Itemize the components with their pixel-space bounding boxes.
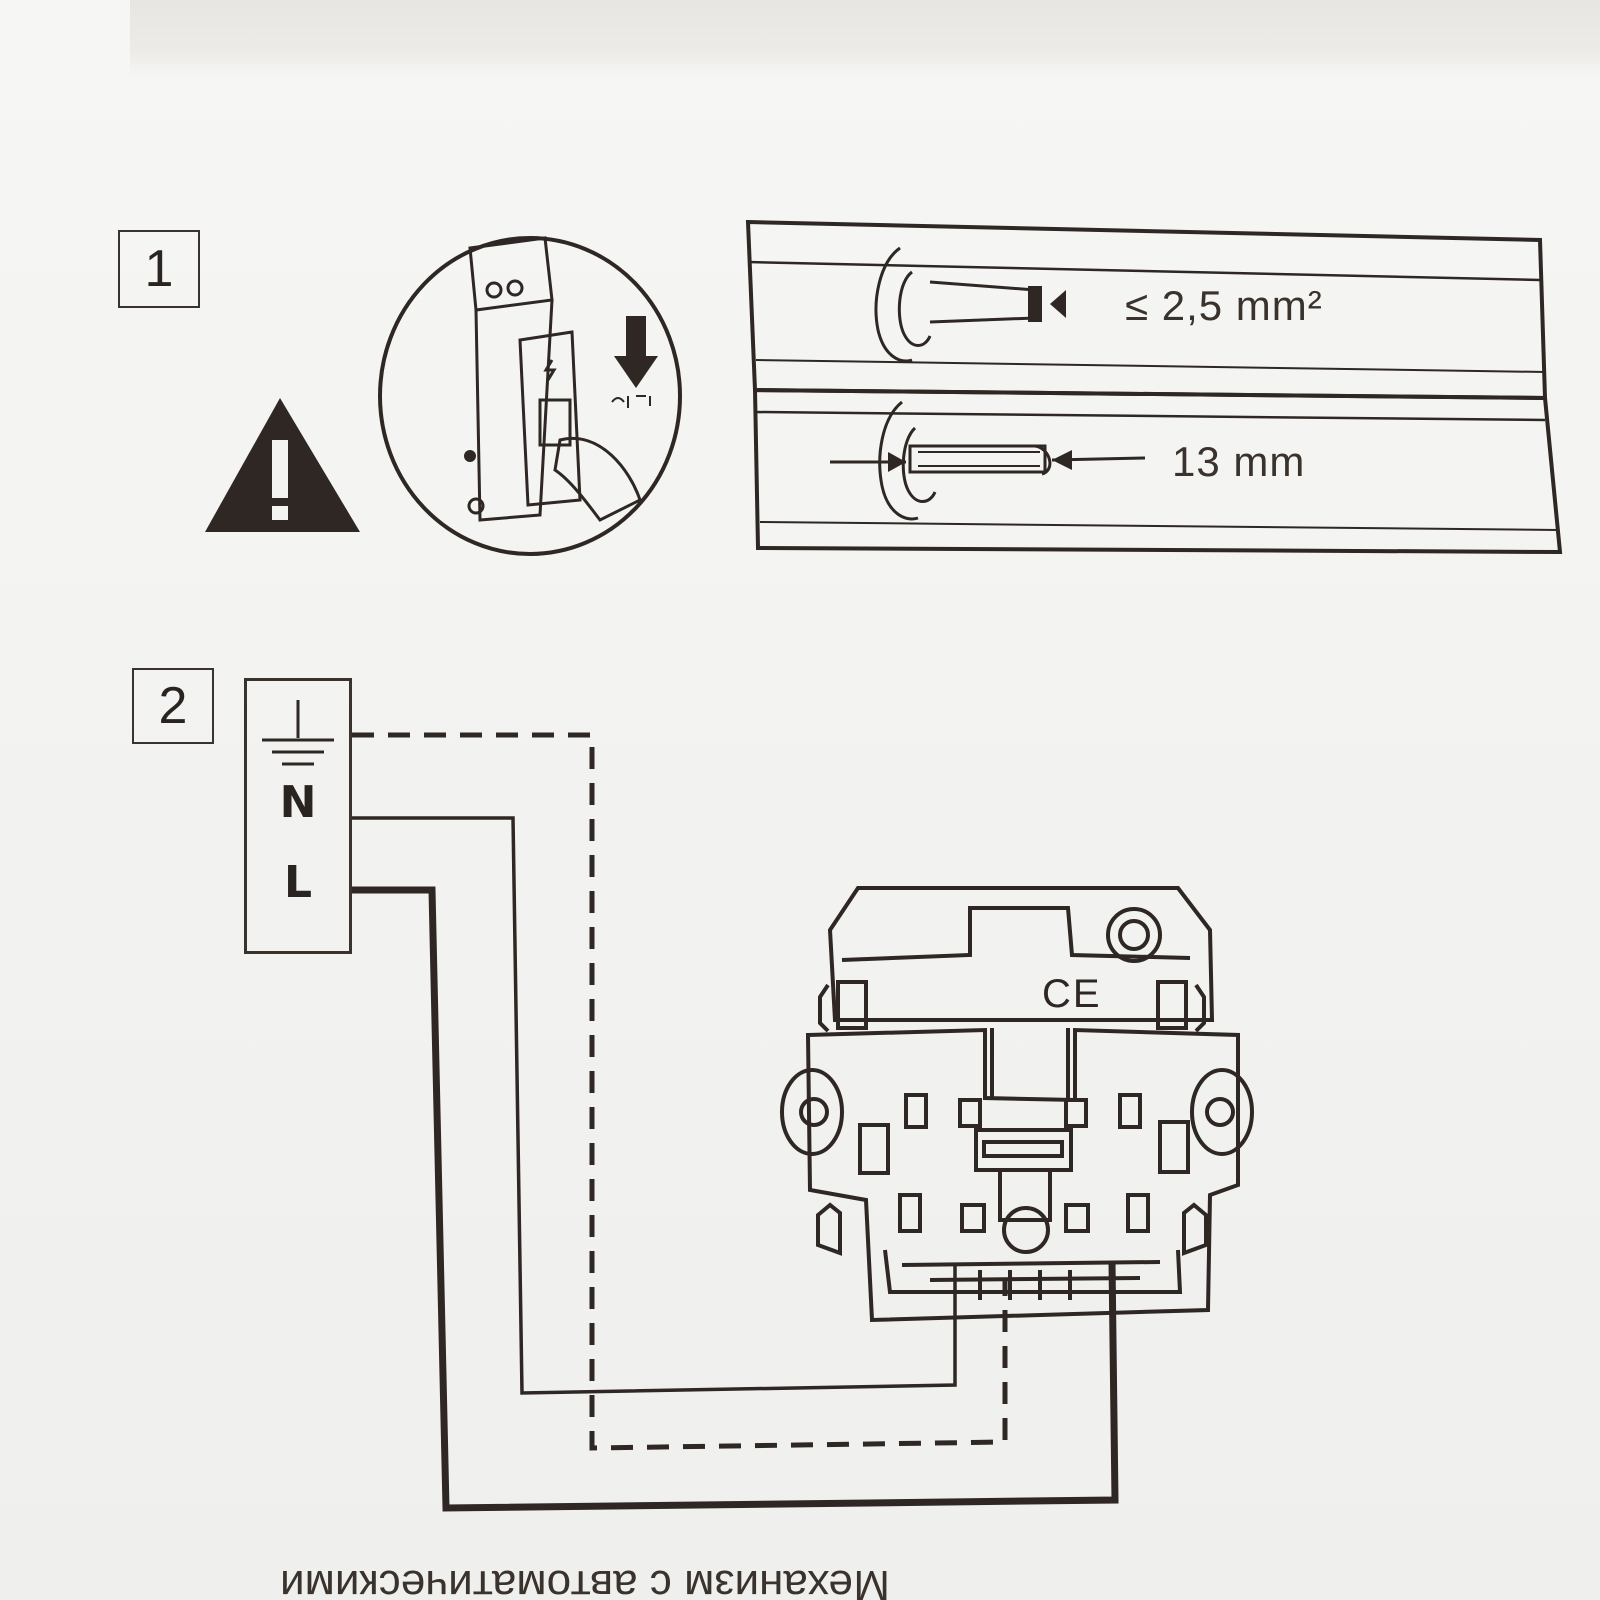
live-wire bbox=[352, 886, 1119, 1512]
ce-mark: CE bbox=[1042, 972, 1102, 1016]
strip-length-label: 13 mm bbox=[1172, 438, 1306, 485]
live-terminal-label: L bbox=[283, 857, 313, 908]
earth-wire bbox=[352, 732, 1008, 1451]
footer-mirrored-text: Механизм с автоматическими bbox=[280, 1561, 890, 1600]
neutral-terminal-label: N bbox=[279, 777, 317, 828]
breaker-off-icon bbox=[378, 236, 682, 556]
wire-spec-panel bbox=[745, 219, 1563, 555]
supply-terminal-block: N L bbox=[244, 678, 352, 954]
step-1-label: 1 bbox=[118, 230, 200, 308]
paper-edge-shadow bbox=[130, 0, 1600, 75]
step-2-label: 2 bbox=[132, 668, 214, 744]
wire-cross-section-label: ≤ 2,5 mm² bbox=[1125, 282, 1323, 329]
earth-symbol-icon bbox=[262, 700, 334, 766]
warning-icon bbox=[205, 398, 360, 532]
neutral-wire bbox=[352, 816, 957, 1395]
socket-icon bbox=[780, 886, 1254, 1323]
